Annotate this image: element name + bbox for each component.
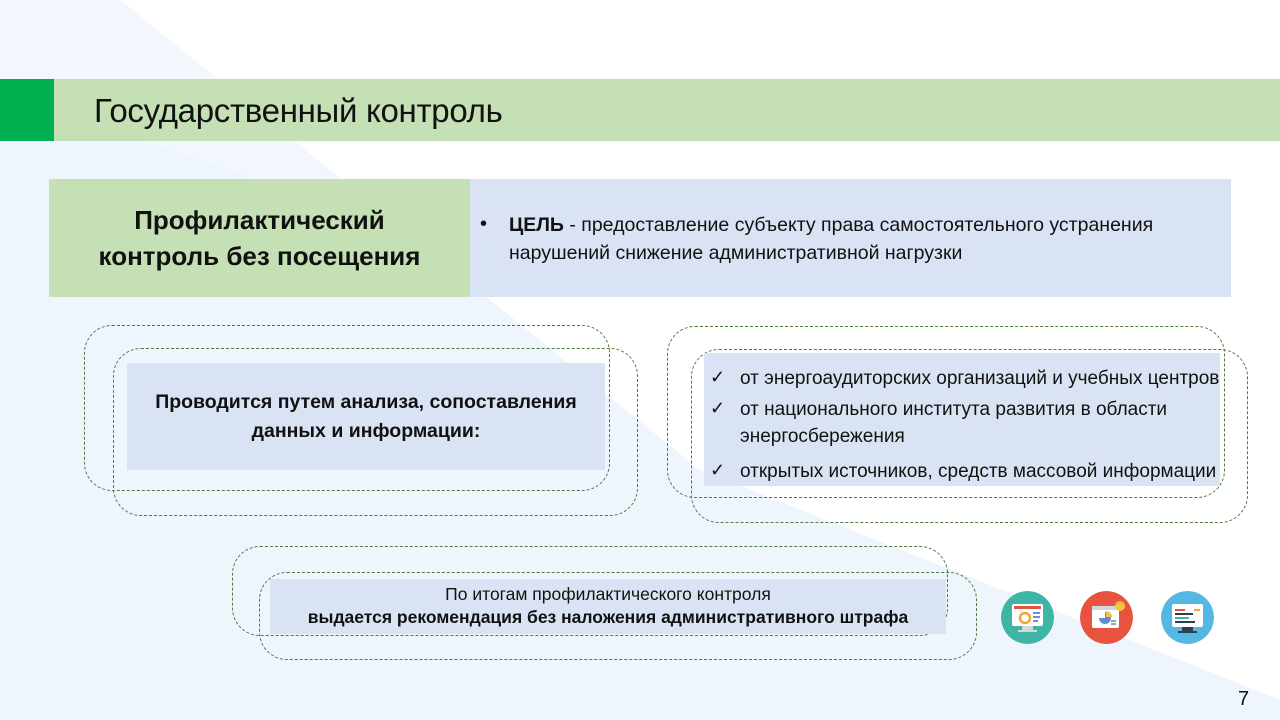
goal-label: ЦЕЛЬ <box>509 214 564 236</box>
page-title: Государственный контроль <box>94 92 503 129</box>
goal-description: ЦЕЛЬ - предоставление субъекту права сам… <box>509 211 1209 267</box>
check-icon: ✓ <box>710 398 726 418</box>
presentation-chart-icon <box>1080 591 1133 644</box>
result-line1: По итогам профилактического контроля <box>445 584 771 604</box>
code-monitor-icon <box>1161 591 1214 644</box>
goal-description-panel <box>470 179 1231 297</box>
result-frame-outer <box>232 546 948 636</box>
page-number: 7 <box>1238 688 1250 710</box>
analysis-frame-inner <box>113 348 638 516</box>
monitor-settings-icon <box>1001 591 1054 644</box>
analysis-line1: Проводится путем анализа, сопоставления <box>155 390 577 413</box>
sources-frame-inner <box>691 349 1248 523</box>
sources-panel <box>704 353 1220 486</box>
goal-heading-line2: контроль без посещения <box>98 241 421 271</box>
result-panel: По итогам профилактического контроля выд… <box>270 579 946 634</box>
analysis-frame-outer <box>84 325 610 491</box>
goal-heading: Профилактический контроль без посещения <box>99 202 421 274</box>
check-icon: ✓ <box>710 367 726 387</box>
sources-frame-outer <box>667 326 1225 498</box>
source-item-2-cont: энергосбережения <box>740 426 905 447</box>
analysis-line2: данных и информации: <box>251 419 481 442</box>
goal-heading-panel: Профилактический контроль без посещения <box>49 179 470 297</box>
source-item-1: от энергоаудиторских организаций и учебн… <box>740 368 1220 389</box>
analysis-text: Проводится путем анализа, сопоставления … <box>155 388 577 446</box>
source-item-2: от национального института развития в об… <box>740 399 1168 420</box>
source-item-3: открытых источников, средств массовой ин… <box>740 461 1217 482</box>
header-accent-bar <box>0 79 54 141</box>
goal-text: - предоставление субъекту права самостоя… <box>509 214 1154 264</box>
result-frame-inner <box>259 572 977 660</box>
goal-heading-line1: Профилактический <box>134 205 385 235</box>
check-icon: ✓ <box>710 460 726 480</box>
result-line2: выдается рекомендация без наложения адми… <box>307 607 909 627</box>
goal-bullet: • <box>480 213 488 235</box>
header-band <box>54 79 1280 141</box>
analysis-panel: Проводится путем анализа, сопоставления … <box>127 363 605 470</box>
